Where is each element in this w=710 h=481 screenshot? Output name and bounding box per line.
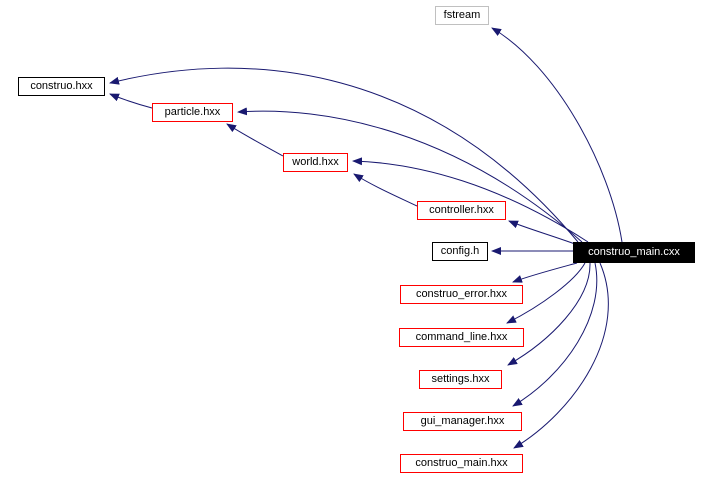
node-particle-hxx[interactable]: particle.hxx bbox=[152, 103, 233, 122]
edge-construo-main-cxx-to-command-line-hxx bbox=[506, 262, 586, 324]
edge-construo-main-cxx-to-particle-hxx bbox=[237, 107, 583, 243]
edge-construo-main-cxx-to-settings-hxx bbox=[507, 262, 591, 366]
node-world-hxx[interactable]: world.hxx bbox=[283, 153, 348, 172]
node-construo-error-hxx[interactable]: construo_error.hxx bbox=[400, 285, 523, 304]
edge-particle-hxx-to-construo-hxx bbox=[109, 93, 153, 109]
node-command-line-hxx[interactable]: command_line.hxx bbox=[399, 328, 524, 347]
edge-construo-main-cxx-to-fstream bbox=[491, 27, 623, 243]
edge-construo-main-cxx-to-controller-hxx bbox=[508, 220, 576, 245]
edge-construo-main-cxx-to-construo-hxx bbox=[109, 67, 579, 243]
edge-construo-main-cxx-to-construo-main-hxx bbox=[513, 262, 609, 449]
edge-construo-main-cxx-to-construo-error-hxx bbox=[512, 262, 578, 283]
edge-world-hxx-to-particle-hxx bbox=[226, 123, 284, 157]
edge-controller-hxx-to-world-hxx bbox=[353, 173, 418, 207]
node-construo-main-cxx: construo_main.cxx bbox=[573, 242, 695, 263]
node-settings-hxx[interactable]: settings.hxx bbox=[419, 370, 502, 389]
node-construo-hxx[interactable]: construo.hxx bbox=[18, 77, 105, 96]
node-construo-main-hxx[interactable]: construo_main.hxx bbox=[400, 454, 523, 473]
node-fstream: fstream bbox=[435, 6, 489, 25]
edge-construo-main-cxx-to-world-hxx bbox=[352, 157, 589, 243]
node-controller-hxx[interactable]: controller.hxx bbox=[417, 201, 506, 220]
node-config-h[interactable]: config.h bbox=[432, 242, 488, 261]
node-gui-manager-hxx[interactable]: gui_manager.hxx bbox=[403, 412, 522, 431]
edge-construo-main-cxx-to-gui-manager-hxx bbox=[512, 262, 598, 407]
